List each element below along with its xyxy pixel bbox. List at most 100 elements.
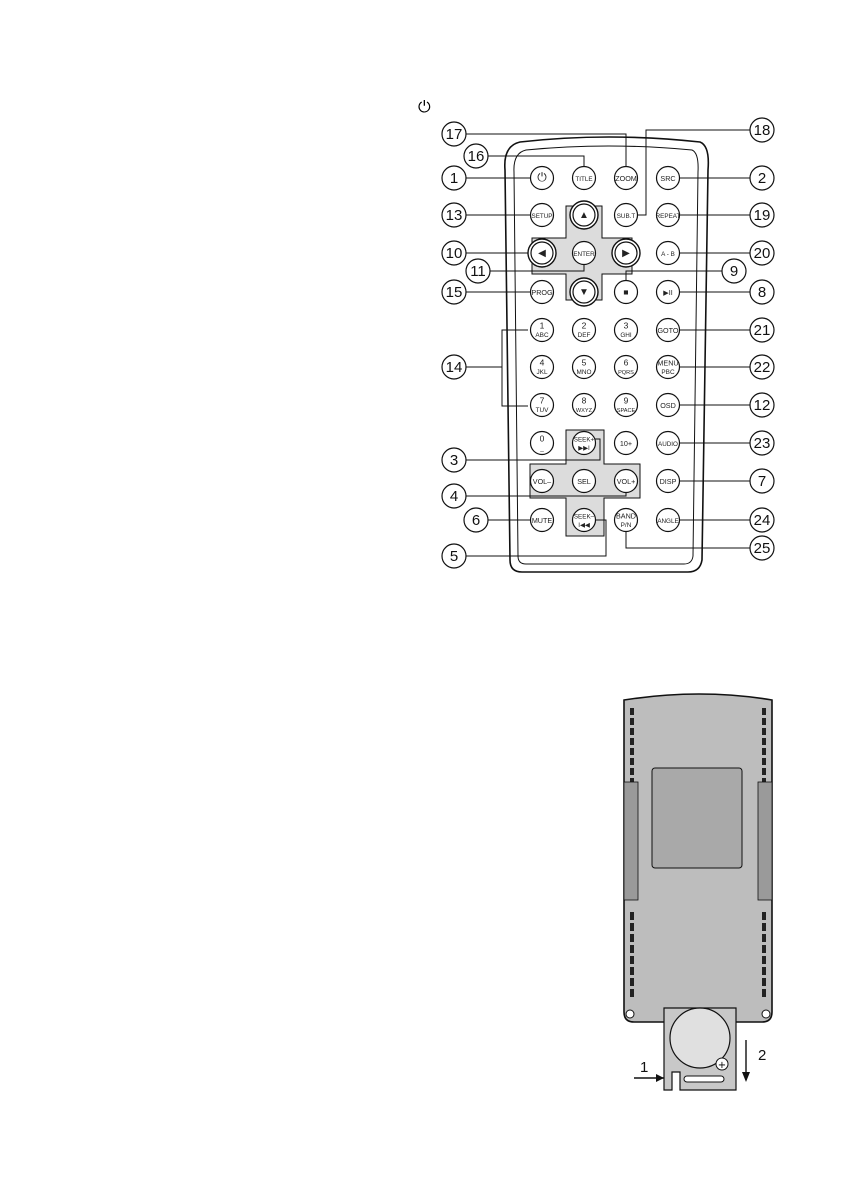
callout-circle [749,354,775,380]
callout-number: 20 [754,245,771,262]
button-label-k9: 9 [624,396,629,406]
remote-button-src[interactable]: SRC [655,165,681,191]
remote-button-ab[interactable]: A - B [655,240,681,266]
callout-17: 17 [441,121,467,147]
back-label-area [651,767,743,869]
grip-slot [630,967,634,975]
remote-button-mute[interactable]: MUTE [529,507,555,533]
remote-button-repeat[interactable]: REPEAT [655,202,681,228]
remote-button-subt[interactable]: SUB.T [613,202,639,228]
remote-button-up[interactable]: ▲ [569,200,599,230]
callout-1: 1 [441,165,467,191]
callout-number: 6 [472,512,480,529]
button-label-up: ▲ [579,210,589,221]
remote-button-volup[interactable]: VOL+ [613,468,639,494]
remote-button-left[interactable]: ◀ [527,238,557,268]
remote-button-title[interactable]: TITLE [571,165,597,191]
remote-button-power[interactable]: ⏻ [529,165,555,191]
button-sublabel-k4: JKL [536,369,547,376]
remote-button-enter[interactable]: ENTER [571,240,597,266]
remote-button-zoom[interactable]: ZOOM [613,165,639,191]
remote-button-seekdn[interactable]: SEEK–I◀◀ [571,507,597,533]
button-label-disp: DISP [660,477,677,486]
callout-9: 9 [721,258,747,284]
callout-number: 19 [754,207,771,224]
button-label-menu: MENU [657,359,678,368]
callout-line-5 [466,519,607,557]
remote-button-stop[interactable]: ■ [613,279,639,305]
button-face [571,430,597,456]
button-label-k5: 5 [582,358,587,368]
remote-button-k0[interactable]: 0_ [529,430,555,456]
callout-circle [441,240,467,266]
remote-button-right[interactable]: ▶ [611,238,641,268]
callout-circle [749,317,775,343]
button-label-play: ▶II [663,288,673,297]
remote-button-osd[interactable]: OSD [655,392,681,418]
grip-slot [630,718,634,725]
button-face [655,317,681,343]
grip-slot [762,758,766,765]
remote-button-audio[interactable]: AUDIO [655,430,681,456]
grip-slot [630,978,634,986]
remote-button-disp[interactable]: DISP [655,468,681,494]
remote-button-sel[interactable]: SEL [571,468,597,494]
button-label-stop: ■ [623,287,628,297]
callout-line-3 [466,438,601,461]
screw-hole-left [625,1009,635,1019]
callout-line-25 [625,532,750,549]
grip-slot [762,778,766,785]
button-label-k7: 7 [540,396,545,406]
callout-number: 12 [754,397,771,414]
grip-slot [630,768,634,775]
button-face [571,354,597,380]
callout-circle [463,143,489,169]
callout-19: 19 [749,202,775,228]
button-label-k4: 4 [540,358,545,368]
button-face [529,202,555,228]
remote-inner-body [513,145,699,565]
button-label-k8: 8 [582,396,587,406]
grip-slot [630,989,634,997]
remote-button-down[interactable]: ▼ [569,277,599,307]
button-face [613,317,639,343]
callout-25: 25 [749,535,775,561]
remote-button-voldn[interactable]: VOL– [529,468,555,494]
remote-button-goto[interactable]: GOTO [655,317,681,343]
grip-slot [762,989,766,997]
button-label-volup: VOL+ [617,477,636,486]
screw-hole-right [761,1009,771,1019]
button-face [655,202,681,228]
callout-21: 21 [749,317,775,343]
remote-button-seekup[interactable]: SEEK+▶▶I [571,430,597,456]
remote-button-angle[interactable]: ANGLE [655,507,681,533]
callout-circle [749,279,775,305]
remote-button-k10[interactable]: 10+ [613,430,639,456]
button-face [655,392,681,418]
grip-slot [630,934,634,942]
remote-button-prog[interactable]: PROG [529,279,555,305]
callout-22: 22 [749,354,775,380]
button-sublabel-k8: WXYZ [576,408,593,414]
button-sublabel-k2: DEF [578,332,591,339]
remote-button-play[interactable]: ▶II [655,279,681,305]
grip-slot [630,912,634,920]
callout-10: 10 [441,240,467,266]
button-face [655,507,681,533]
plus-symbol: + [718,1060,726,1071]
callout-circle [441,354,467,380]
remote-button-setup[interactable]: SETUP [529,202,555,228]
callout-circle [749,117,775,143]
